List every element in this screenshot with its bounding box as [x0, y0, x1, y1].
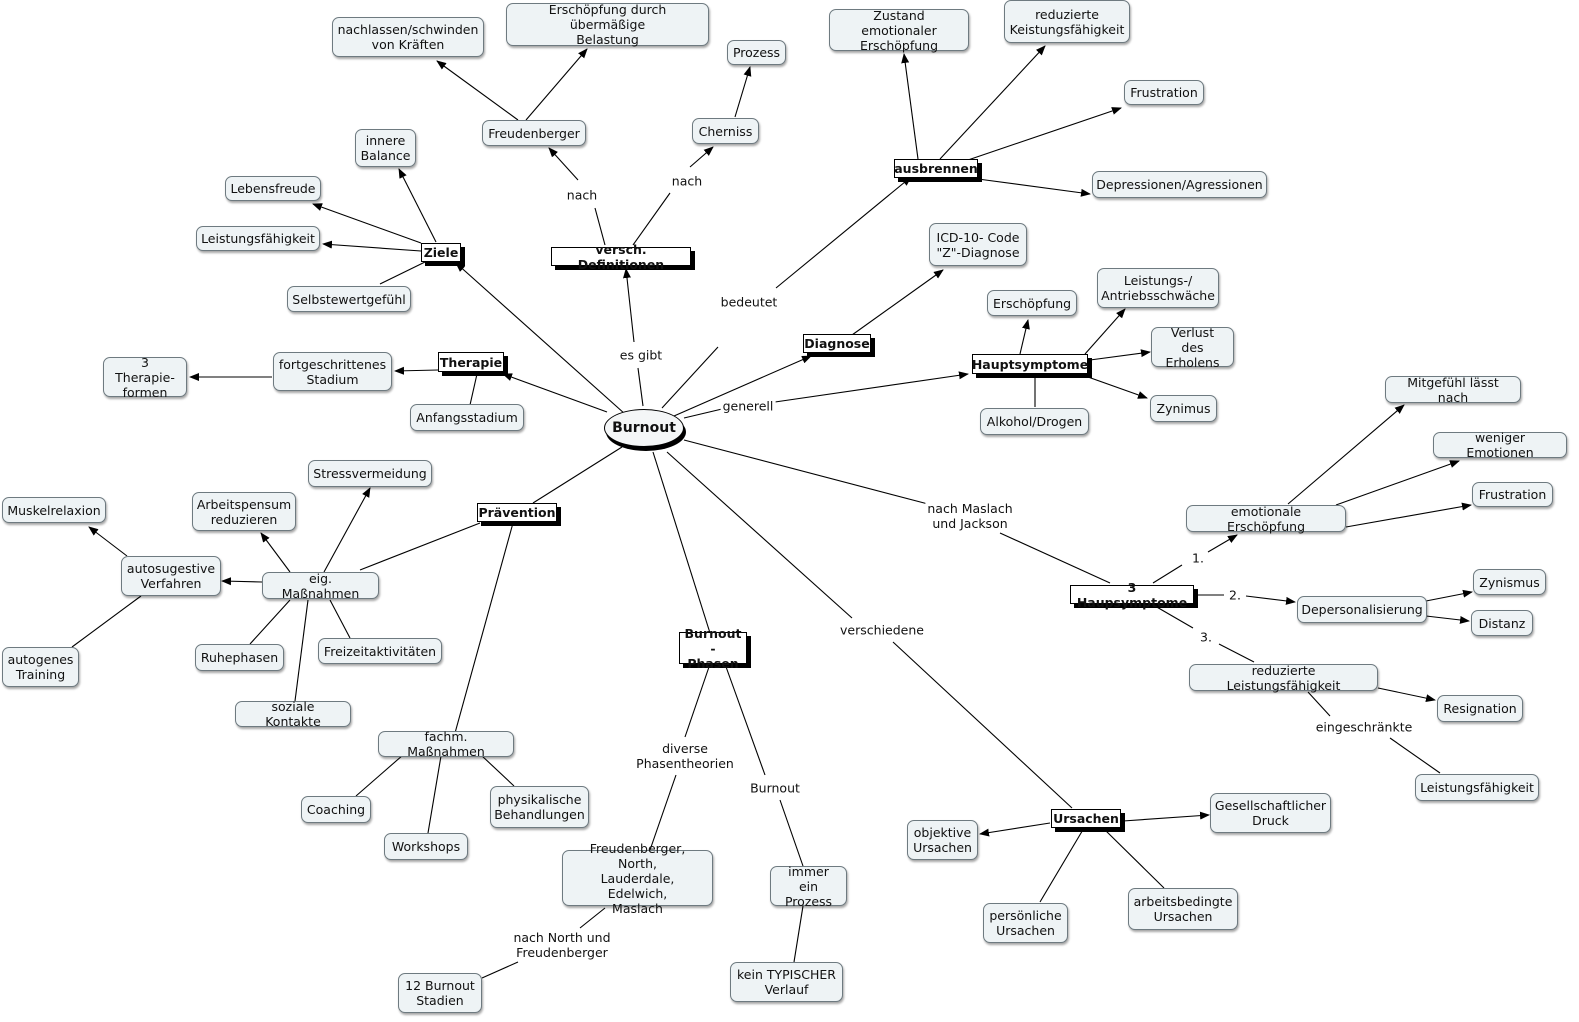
praevention-node[interactable]: Prävention	[477, 503, 557, 522]
leistungs-antriebsschwaeche-node[interactable]: Leistungs-/ Antriebsschwäche	[1097, 268, 1219, 308]
edge-label-generell: generell	[720, 397, 776, 415]
nachlassen-node[interactable]: nachlassen/schwinden von Kräften	[332, 17, 484, 57]
edge-label-nach-cherniss: nach	[669, 172, 705, 190]
leistungsfaehigkeit-ziel-node[interactable]: Leistungsfähigkeit	[196, 226, 320, 251]
workshops-node[interactable]: Workshops	[384, 833, 468, 860]
edge-label-diverse: diverse Phasentheorien	[634, 740, 736, 772]
freudenberger-north-node[interactable]: Freudenberger, North, Lauderdale, Edelwi…	[562, 841, 713, 916]
erschoepfung-hauptsymptom-node[interactable]: Erschöpfung	[987, 290, 1077, 316]
zynimus-node[interactable]: Zynimus	[1150, 395, 1217, 422]
cherniss-node[interactable]: Cherniss	[692, 118, 759, 144]
physikalische-behandlungen-node[interactable]: physikalische Behandlungen	[490, 786, 589, 828]
prozess-node[interactable]: Prozess	[727, 40, 786, 65]
gesellschaftlicher-druck-node[interactable]: Gesellschaftlicher Druck	[1210, 793, 1331, 833]
ursachen-node[interactable]: Ursachen	[1051, 809, 1121, 828]
zustand-emotionaler-erschoepfung-node[interactable]: Zustand emotionaler Erschöpfung	[829, 8, 969, 53]
innere-balance-node[interactable]: innere Balance	[355, 129, 416, 167]
frustration-maslach-node[interactable]: Frustration	[1472, 482, 1553, 507]
autosugestive-verfahren-node[interactable]: autosugestive Verfahren	[121, 556, 221, 596]
edge-label-nach-freudenberger: nach	[564, 186, 600, 204]
depersonalisierung-node[interactable]: Depersonalisierung	[1297, 596, 1427, 623]
burnout-root-node[interactable]: Burnout	[604, 409, 684, 447]
ausbrennen-node[interactable]: ausbrennen	[894, 159, 978, 178]
diagnose-node[interactable]: Diagnose	[803, 334, 871, 353]
soziale-kontakte-node[interactable]: soziale Kontakte	[235, 699, 351, 729]
ruhephasen-node[interactable]: Ruhephasen	[195, 644, 284, 671]
depressionen-node[interactable]: Depressionen/Agressionen	[1092, 171, 1267, 198]
hauptsymptome-node[interactable]: Hauptsymptome	[972, 354, 1088, 374]
mitgefuehl-laesst-nach-node[interactable]: Mitgefühl lässt nach	[1385, 375, 1521, 405]
anfangsstadium-node[interactable]: Anfangsstadium	[410, 404, 524, 431]
eig-massnahmen-node[interactable]: eig. Maßnahmen	[262, 571, 379, 601]
fachm-massnahmen-node[interactable]: fachm. Maßnahmen	[378, 729, 514, 759]
muskelrelaxion-node[interactable]: Muskelrelaxion	[2, 497, 106, 523]
edge-label-zwei: 2.	[1227, 586, 1243, 604]
freudenberger-node[interactable]: Freudenberger	[482, 120, 586, 146]
resignation-node[interactable]: Resignation	[1437, 695, 1523, 722]
versch-definitionen-node[interactable]: versch. Definitionen	[551, 242, 691, 272]
reduzierte-keistungsfaehigkeit-node[interactable]: reduzierte Keistungsfähigkeit	[1004, 0, 1130, 43]
kein-typischer-verlauf-node[interactable]: kein TYPISCHER Verlauf	[730, 962, 843, 1002]
erschoepfung-uebermaessig-node[interactable]: Erschöpfung durch übermäßige Belastung	[506, 2, 709, 47]
arbeitsbedingte-ursachen-node[interactable]: arbeitsbedingte Ursachen	[1128, 888, 1238, 930]
icd-diagnose-node[interactable]: ICD-10- Code "Z"-Diagnose	[929, 223, 1027, 266]
stressvermeidung-node[interactable]: Stressvermeidung	[308, 460, 432, 487]
alkohol-drogen-node[interactable]: Alkohol/Drogen	[980, 408, 1089, 435]
zynismus-node[interactable]: Zynismus	[1473, 569, 1546, 595]
fortgeschrittenes-stadium-node[interactable]: fortgeschrittenes Stadium	[273, 352, 392, 391]
arbeitspensum-node[interactable]: Arbeitspensum reduzieren	[192, 492, 296, 531]
edge-label-es-gibt: es gibt	[617, 346, 665, 364]
freizeitaktivitaeten-node[interactable]: Freizeitaktivitäten	[318, 638, 442, 664]
selbstwertgefuehl-node[interactable]: Selbstewertgefühl	[287, 286, 411, 312]
emotionale-erschoepfung-node[interactable]: emotionale Erschöpfung	[1186, 504, 1346, 534]
distanz-node[interactable]: Distanz	[1471, 610, 1533, 636]
drei-haupsymptome-node[interactable]: 3 Haupsymptome	[1070, 580, 1194, 610]
persoenliche-ursachen-node[interactable]: persönliche Ursachen	[983, 903, 1068, 943]
frustration-ausbrennen-node[interactable]: Frustration	[1124, 80, 1204, 105]
lebensfreude-node[interactable]: Lebensfreude	[225, 176, 321, 201]
reduzierte-leistungsfaehigkeit-node[interactable]: reduzierte Leistungsfähigkeit	[1189, 663, 1378, 693]
edge-label-drei: 3.	[1198, 628, 1214, 646]
edge-label-verschiedene: verschiedene	[838, 621, 926, 639]
immer-ein-prozess-node[interactable]: immer ein Prozess	[770, 864, 847, 909]
therapie-node[interactable]: Therapie	[438, 352, 504, 372]
edge-label-nach-maslach: nach Maslach und Jackson	[925, 500, 1015, 532]
edge-label-bedeutet: bedeutet	[718, 293, 780, 311]
ziele-node[interactable]: Ziele	[421, 243, 461, 262]
edge-label-eins: 1.	[1190, 549, 1206, 567]
therapieformen-node[interactable]: 3 Therapie- formen	[103, 355, 187, 400]
edge-label-eingeschraenkte: eingeschränkte	[1313, 718, 1415, 736]
leistungsfaehigkeit-maslach-node[interactable]: Leistungsfähigkeit	[1415, 774, 1539, 801]
zwoelf-burnout-stadien-node[interactable]: 12 Burnout Stadien	[398, 973, 482, 1013]
edge-label-burnout: Burnout	[748, 779, 802, 797]
edge-label-nach-north: nach North und Freudenberger	[511, 929, 613, 961]
burnout-phasen-node[interactable]: Burnout - Phasen	[679, 626, 747, 671]
verlust-des-erholens-node[interactable]: Verlust des Erholens	[1151, 325, 1234, 370]
coaching-node[interactable]: Coaching	[301, 796, 371, 823]
autogenes-training-node[interactable]: autogenes Training	[2, 647, 79, 687]
objektive-ursachen-node[interactable]: objektive Ursachen	[907, 820, 978, 860]
weniger-emotionen-node[interactable]: weniger Emotionen	[1433, 430, 1567, 460]
